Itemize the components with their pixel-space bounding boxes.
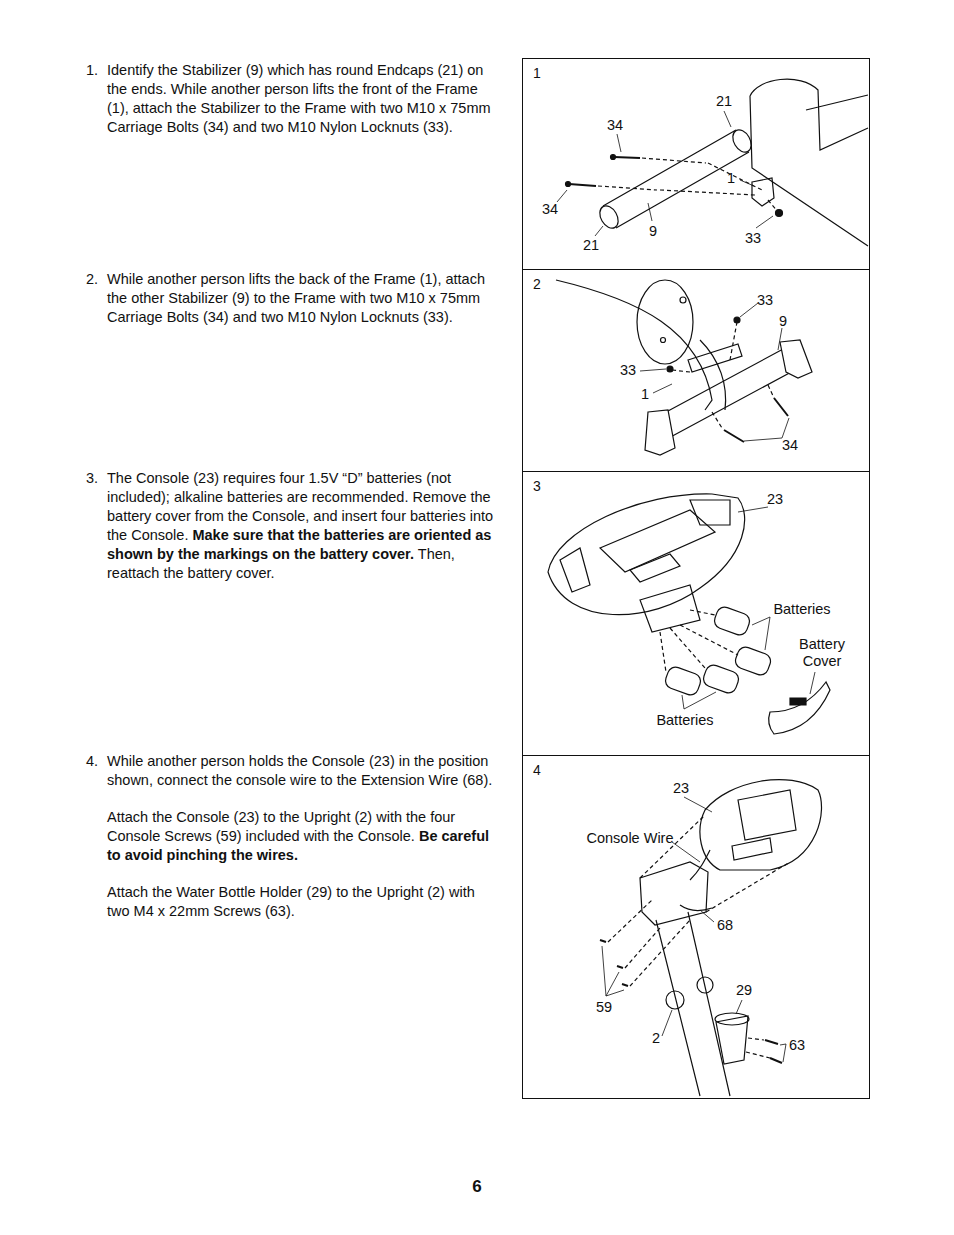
- part-label: Console Wire: [586, 830, 673, 847]
- leader-line: [640, 303, 789, 441]
- locknut: [667, 366, 673, 372]
- instruction-text: Attach the Water Bottle Holder (29) to t…: [107, 884, 475, 919]
- callout-number: 1: [727, 170, 735, 187]
- step-number: 4.: [86, 752, 98, 771]
- stabilizer-rear-illustration: [556, 280, 812, 455]
- console-body: [700, 780, 822, 870]
- step-panel: 4: [522, 755, 870, 1099]
- callout-number: 63: [789, 1037, 805, 1054]
- callout-number: 68: [717, 917, 733, 934]
- console-mounting-illustration: [600, 780, 822, 1096]
- flywheel-hub: [637, 280, 693, 364]
- leader-line: [557, 111, 773, 236]
- part-label: Batteries: [773, 601, 830, 618]
- callout-number: 9: [649, 223, 657, 240]
- console-battery-illustration: [548, 494, 830, 734]
- console-screen: [732, 838, 772, 860]
- bolt-head: [566, 182, 571, 187]
- panel-number: 1: [533, 65, 541, 81]
- callout-number: 34: [782, 437, 798, 454]
- panel-number: 4: [533, 762, 541, 778]
- frame-bracket: [752, 178, 774, 206]
- callout-number: 29: [736, 982, 752, 999]
- panel-number: 2: [533, 276, 541, 292]
- hole: [661, 338, 666, 343]
- callout-number: 34: [607, 117, 623, 134]
- bolt: [614, 157, 640, 158]
- battery: [712, 605, 751, 637]
- callout-number: 33: [757, 292, 773, 309]
- part-label: Batteries: [656, 712, 713, 729]
- bolt-head: [611, 155, 616, 160]
- endcap: [780, 340, 812, 378]
- page-number: 6: [472, 1177, 481, 1197]
- callout-number: 9: [779, 313, 787, 330]
- cover-latch: [790, 698, 806, 705]
- instruction-paragraph: While another person lifts the back of t…: [107, 270, 497, 327]
- callout-number: 34: [542, 201, 558, 218]
- callout-number: 23: [767, 491, 783, 508]
- callout-number: 59: [596, 999, 612, 1016]
- dashed-guide: [660, 610, 738, 672]
- locknut: [776, 210, 783, 217]
- bolt: [724, 398, 788, 442]
- dashed-guide: [672, 322, 774, 428]
- frame-tube: [688, 344, 742, 372]
- bolt: [569, 184, 596, 186]
- callout-number: 2: [652, 1030, 660, 1047]
- callout-number: 21: [583, 237, 599, 254]
- instruction-paragraph: Attach the Console (23) to the Upright (…: [107, 808, 497, 865]
- locknut: [734, 317, 740, 323]
- instruction-paragraph: While another person holds the Console (…: [107, 752, 497, 790]
- instruction-paragraph: Attach the Water Bottle Holder (29) to t…: [107, 883, 497, 921]
- bottle-holder-rim: [715, 1013, 749, 1025]
- frame: [750, 79, 868, 246]
- callout-number: 33: [620, 362, 636, 379]
- endcap: [596, 203, 622, 232]
- part-label: Battery Cover: [787, 636, 857, 670]
- panel-number: 3: [533, 478, 541, 494]
- step-panel: 2: [522, 269, 870, 472]
- upright-tube: [656, 912, 730, 1096]
- step-panel: 1: [522, 58, 870, 270]
- step-number: 3.: [86, 469, 98, 488]
- stabilizer-tube: [603, 130, 749, 228]
- knob: [666, 991, 684, 1009]
- instruction-text: While another person lifts the back of t…: [107, 271, 485, 325]
- step-number: 1.: [86, 61, 98, 80]
- battery: [663, 665, 702, 697]
- dashed-guide: [608, 815, 790, 1058]
- instruction-text: Identify the Stabilizer (9) which has ro…: [107, 62, 491, 135]
- knob: [697, 977, 713, 993]
- battery-cover: [769, 682, 830, 734]
- callout-number: 1: [641, 386, 649, 403]
- flywheel-housing: [556, 280, 726, 410]
- instruction-paragraph: The Console (23) requires four 1.5V “D” …: [107, 469, 497, 583]
- stabilizer-tube: [655, 348, 795, 440]
- stabilizer-front-illustration: [557, 79, 868, 246]
- battery: [733, 645, 772, 677]
- screw: [600, 940, 782, 1063]
- console-screen: [630, 554, 680, 582]
- handle: [560, 500, 730, 592]
- endcap: [645, 410, 675, 455]
- console-grill: [738, 790, 796, 840]
- step-number: 2.: [86, 270, 98, 289]
- instruction-text: While another person holds the Console (…: [107, 753, 492, 788]
- console-body: [548, 494, 745, 615]
- callout-number: 21: [716, 93, 732, 110]
- axle: [680, 297, 686, 303]
- callout-number: 23: [673, 780, 689, 797]
- instruction-paragraph: Identify the Stabilizer (9) which has ro…: [107, 61, 497, 137]
- battery-compartment: [640, 585, 700, 632]
- callout-number: 33: [745, 230, 761, 247]
- battery: [701, 663, 740, 695]
- instruction-text: Attach the Console (23) to the Upright (…: [107, 809, 455, 844]
